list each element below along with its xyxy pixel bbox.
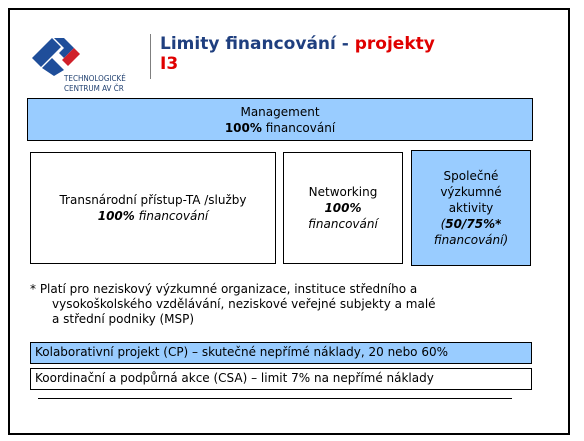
slide-title: Limity financování - projekty I3 bbox=[160, 34, 520, 74]
joint-line-3: aktivity bbox=[448, 201, 494, 215]
logo-line-1: TECHNOLOGICKÉ bbox=[64, 74, 126, 83]
bottom-divider bbox=[38, 398, 512, 399]
transnational-percent: 100% bbox=[97, 209, 135, 223]
joint-line-1: Společné bbox=[443, 169, 499, 183]
title-second-line: I3 bbox=[160, 54, 179, 74]
title-main: Limity financování - bbox=[160, 34, 355, 54]
joint-research-box: Společné výzkumné aktivity (50/75%* fina… bbox=[411, 150, 531, 266]
footnote-line-2: vysokoškolského vzdělávání, neziskové ve… bbox=[52, 297, 436, 311]
footnote-line-3: a střední podniky (MSP) bbox=[52, 312, 195, 326]
logo-line-2: CENTRUM AV ČR bbox=[64, 84, 124, 93]
joint-close-paren: ) bbox=[503, 233, 509, 247]
title-highlight: projekty bbox=[354, 34, 435, 54]
management-label: Management bbox=[240, 104, 320, 119]
joint-percent: 50/75%* bbox=[445, 217, 502, 231]
joint-suffix-line: financování) bbox=[434, 232, 508, 248]
joint-open-paren: ( bbox=[440, 217, 446, 231]
networking-suffix-line: financování bbox=[308, 216, 378, 232]
management-suffix: financování bbox=[261, 120, 336, 135]
logo: TECHNOLOGICKÉ CENTRUM AV ČR bbox=[28, 32, 148, 102]
joint-percent-line: (50/75%* bbox=[441, 216, 502, 232]
joint-line-2: výzkumné bbox=[440, 185, 502, 199]
networking-label: Networking bbox=[308, 185, 378, 199]
management-box: Management 100% financování bbox=[27, 98, 533, 141]
management-percent: 100% bbox=[224, 120, 262, 135]
transnational-label: Transnárodní přístup-TA /služby bbox=[59, 193, 247, 207]
transnational-funding: 100% financování bbox=[98, 208, 209, 224]
networking-percent-line: 100% bbox=[324, 200, 361, 216]
footnote-line-1: * Platí pro neziskový výzkumné organizac… bbox=[30, 282, 418, 296]
logo-mark-icon bbox=[32, 38, 80, 76]
footnote: * Platí pro neziskový výzkumné organizac… bbox=[30, 282, 542, 327]
transnational-access-box: Transnárodní přístup-TA /služby 100% fin… bbox=[30, 152, 276, 264]
management-funding: 100% financování bbox=[225, 120, 335, 136]
logo-text: TECHNOLOGICKÉ CENTRUM AV ČR bbox=[64, 74, 126, 94]
coordination-support-bar: Koordinační a podpůrná akce (CSA) – limi… bbox=[30, 368, 532, 390]
networking-suffix: financování bbox=[308, 217, 378, 231]
collaborative-project-bar: Kolaborativní projekt (CP) – skutečné ne… bbox=[30, 342, 532, 364]
networking-box: Networking 100% financování bbox=[283, 152, 403, 264]
transnational-suffix: financování bbox=[134, 209, 209, 223]
title-divider bbox=[150, 34, 151, 79]
networking-percent: 100% bbox=[324, 201, 362, 215]
joint-suffix: financování bbox=[433, 233, 504, 247]
